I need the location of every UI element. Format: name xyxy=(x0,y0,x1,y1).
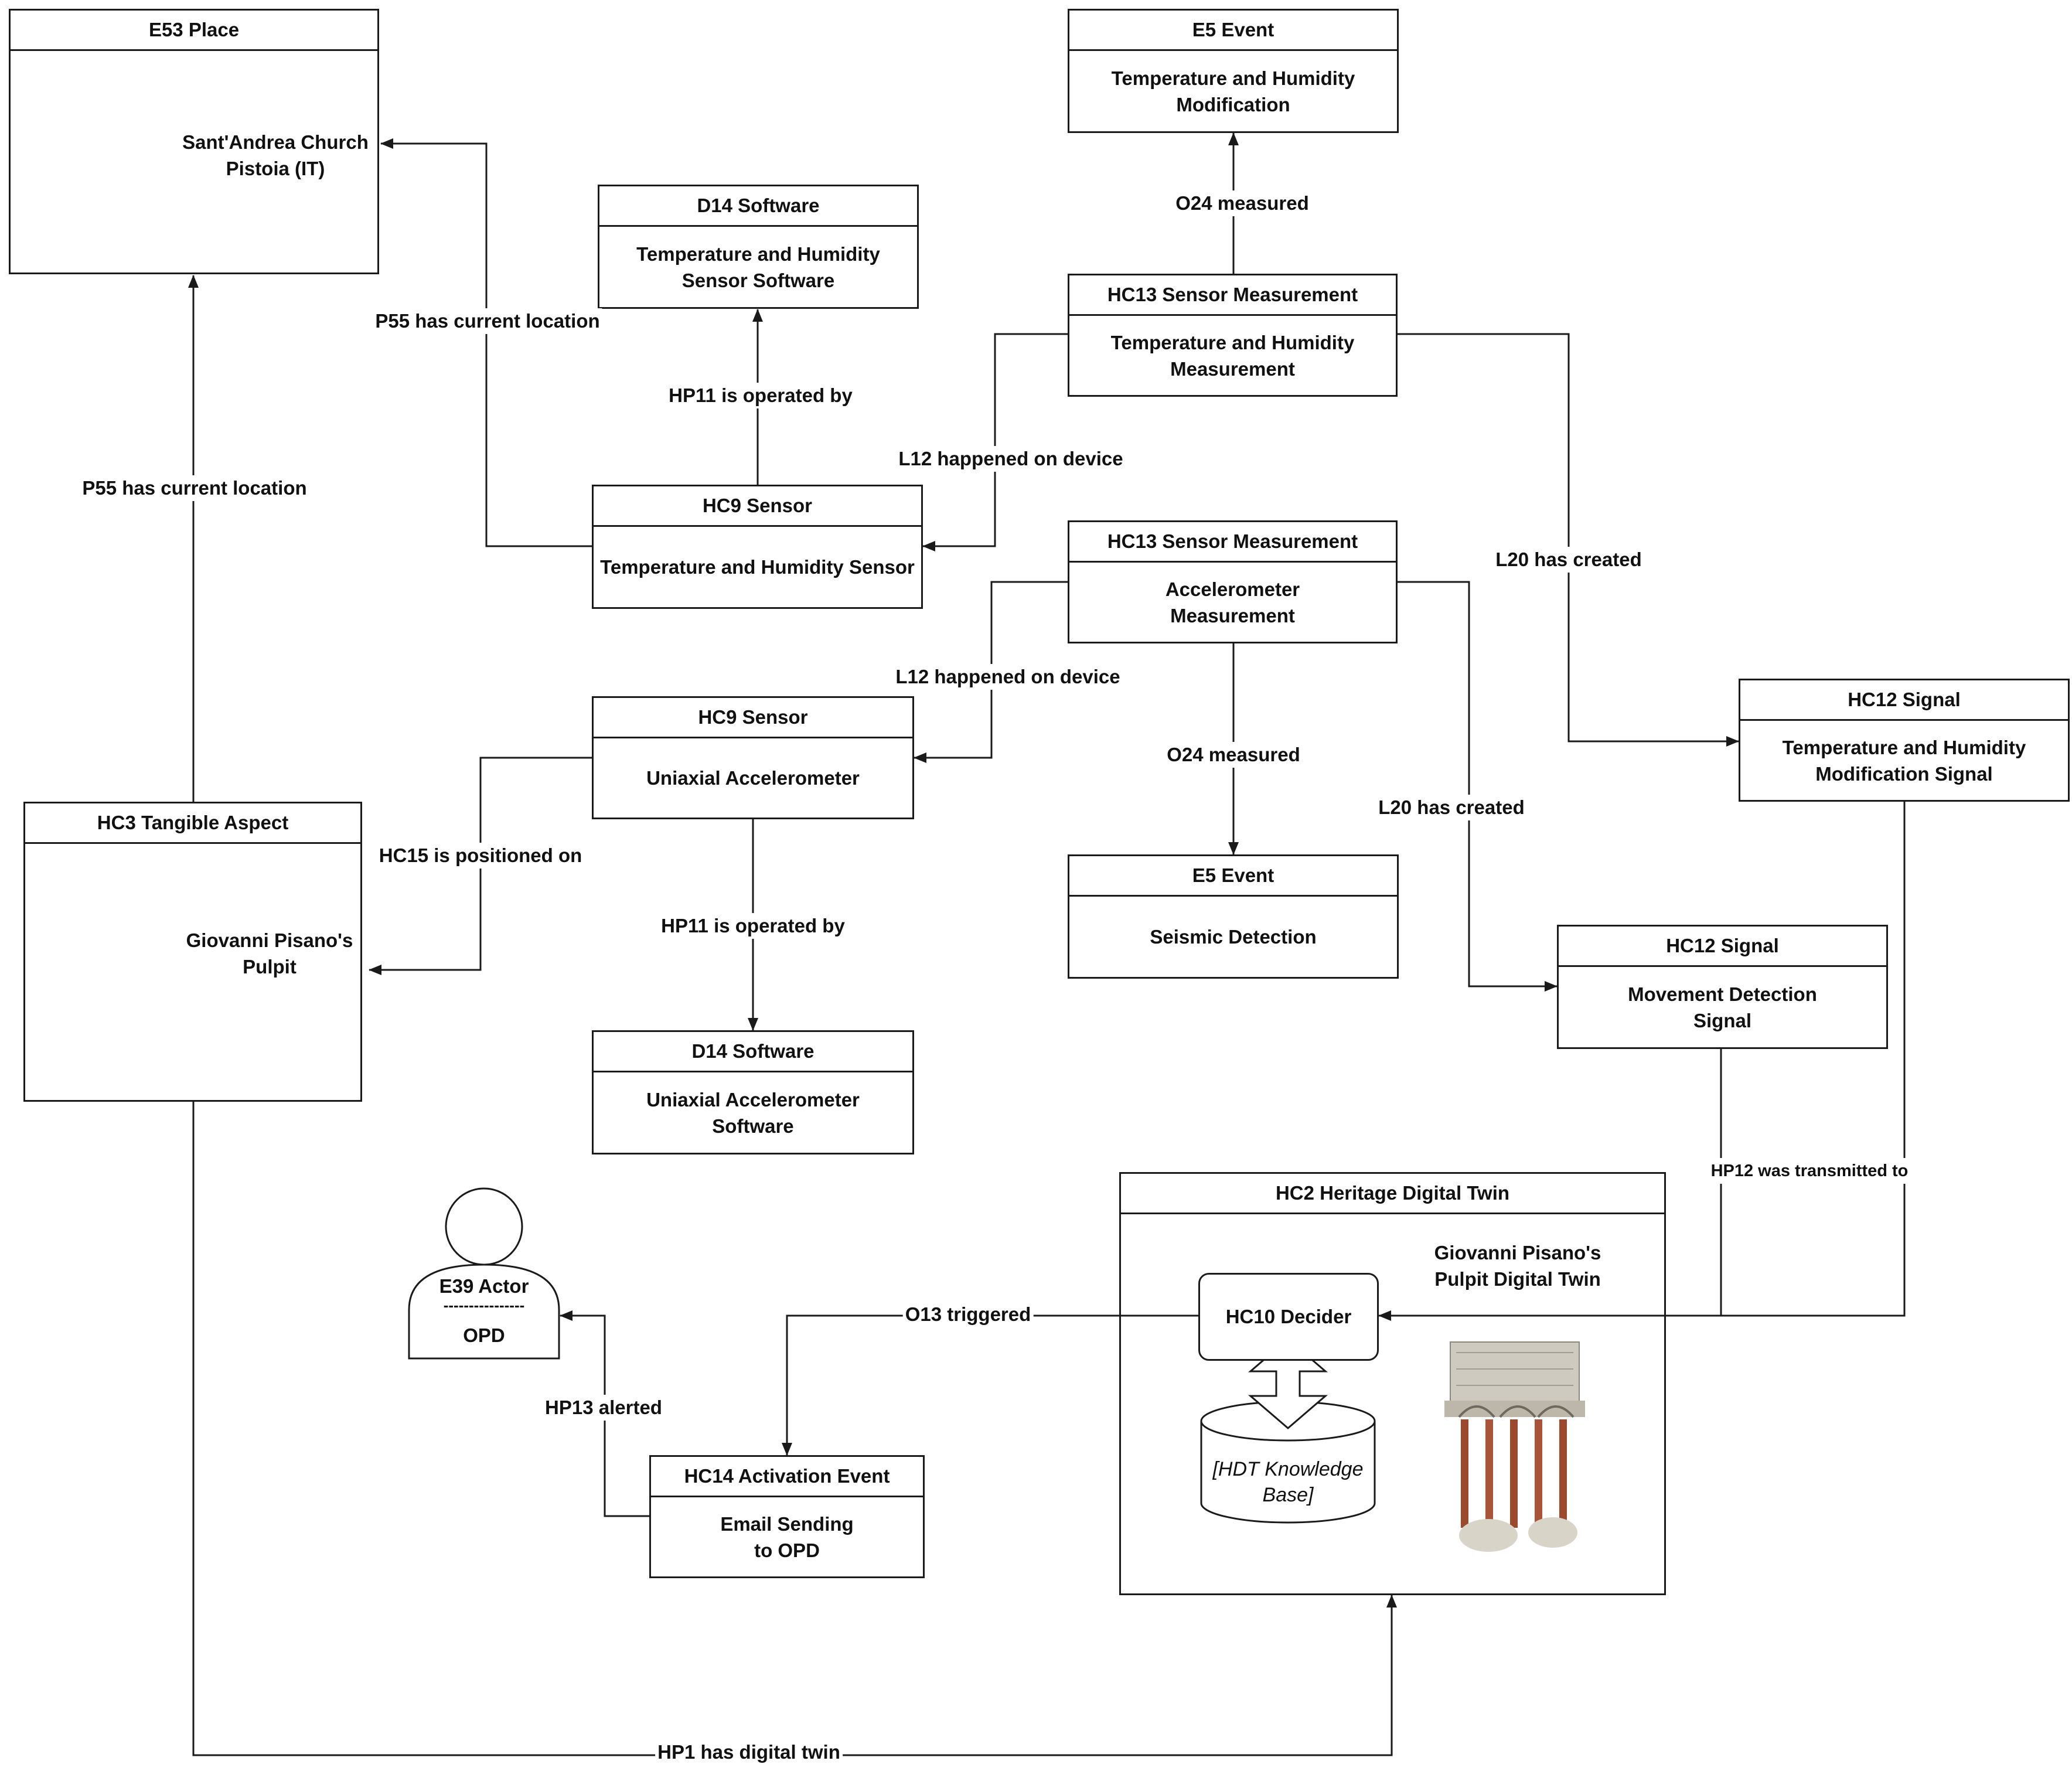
e5-seismic-header: E5 Event xyxy=(1069,856,1397,897)
hc14-activation-label: Email Sending to OPD xyxy=(720,1513,854,1561)
edge-label-hp11-temp: HP11 is operated by xyxy=(666,383,855,408)
edge-p55-sensor-to-place xyxy=(380,138,592,547)
d14-acc-header: D14 Software xyxy=(594,1032,912,1072)
edge-label-o24-temp: O24 measured xyxy=(1173,190,1311,216)
hc9-acc-label: Uniaxial Accelerometer xyxy=(646,767,860,789)
hc3-tangible-label: Giovanni Pisano's Pulpit xyxy=(186,929,353,978)
hc3-tangible-header: HC3 Tangible Aspect xyxy=(25,803,360,844)
hc13-temp-header: HC13 Sensor Measurement xyxy=(1069,275,1396,316)
hc12-temp-label: Temperature and Humidity Modification Si… xyxy=(1782,736,2026,785)
hc13-temp-box: HC13 Sensor Measurement Temperature and … xyxy=(1068,274,1398,397)
edge-label-o24-acc: O24 measured xyxy=(1164,742,1303,768)
hc9-acc-box: HC9 Sensor Uniaxial Accelerometer xyxy=(592,696,914,819)
hc9-acc-header: HC9 Sensor xyxy=(594,698,912,738)
e53-place-box: E53 Place xyxy=(9,9,379,274)
hc10-decider-box: HC10 Decider xyxy=(1198,1273,1379,1361)
hc3-tangible-box: HC3 Tangible Aspect xyxy=(23,802,362,1102)
hc13-acc-header: HC13 Sensor Measurement xyxy=(1069,522,1396,563)
database-icon xyxy=(1200,1401,1376,1524)
hc14-activation-box: HC14 Activation Event Email Sending to O… xyxy=(649,1455,925,1578)
edge-o13 xyxy=(782,1314,1198,1456)
edge-label-o13: O13 triggered xyxy=(902,1302,1034,1327)
e53-place-label: Sant'Andrea Church Pistoia (IT) xyxy=(182,131,369,179)
hc12-temp-box: HC12 Signal Temperature and Humidity Mod… xyxy=(1739,679,2070,802)
hc9-temp-header: HC9 Sensor xyxy=(594,486,921,527)
kb-label: [HDT Knowledge Base] xyxy=(1212,1458,1364,1506)
hc14-activation-header: HC14 Activation Event xyxy=(651,1457,923,1497)
e39-actor-separator: ---------------- xyxy=(443,1296,525,1314)
e5-seismic-box: E5 Event Seismic Detection xyxy=(1068,854,1399,979)
hc2-digital-twin-label: Giovanni Pisano's Pulpit Digital Twin xyxy=(1434,1242,1601,1290)
e5-temp-label: Temperature and Humidity Modification xyxy=(1111,67,1355,115)
edge-l20-acc xyxy=(1398,581,1558,992)
edge-label-hp11-acc: HP11 is operated by xyxy=(659,913,847,939)
edge-label-hc15: HC15 is positioned on xyxy=(376,843,585,869)
e5-temp-header: E5 Event xyxy=(1069,11,1397,51)
d14-temp-label: Temperature and Humidity Sensor Software xyxy=(636,243,880,291)
e39-actor-header: E39 Actor xyxy=(439,1275,529,1297)
d14-acc-label: Uniaxial Accelerometer Software xyxy=(646,1088,860,1137)
hc2-digital-twin-box: HC2 Heritage Digital Twin xyxy=(1119,1172,1666,1595)
edge-label-hp1: HP1 has digital twin xyxy=(655,1739,843,1765)
hc9-temp-box: HC9 Sensor Temperature and Humidity Sens… xyxy=(592,485,923,609)
edge-label-hp13: HP13 alerted xyxy=(543,1395,664,1421)
pulpit-icon xyxy=(1444,1341,1585,1552)
person-icon xyxy=(408,1187,560,1360)
edge-label-l20-temp: L20 has created xyxy=(1493,547,1644,573)
d14-temp-header: D14 Software xyxy=(599,186,917,227)
hc12-move-header: HC12 Signal xyxy=(1559,927,1886,967)
hc12-move-label: Movement Detection Signal xyxy=(1628,983,1817,1031)
hc13-temp-label: Temperature and Humidity Measurement xyxy=(1110,331,1355,380)
hc2-digital-twin-header: HC2 Heritage Digital Twin xyxy=(1121,1174,1664,1214)
d14-acc-box: D14 Software Uniaxial Accelerometer Soft… xyxy=(592,1030,914,1154)
double-arrow-icon xyxy=(1248,1338,1328,1429)
e5-temp-box: E5 Event Temperature and Humidity Modifi… xyxy=(1068,9,1399,133)
edge-label-p55-pulpit: P55 has current location xyxy=(80,475,309,501)
hc13-acc-box: HC13 Sensor Measurement Accelerometer Me… xyxy=(1068,520,1398,643)
e39-actor-label: OPD xyxy=(463,1324,505,1346)
hc12-move-box: HC12 Signal Movement Detection Signal xyxy=(1557,925,1888,1049)
d14-temp-box: D14 Software Temperature and Humidity Se… xyxy=(598,185,919,309)
edge-label-hp12: HP12 was transmitted to xyxy=(1708,1158,1911,1184)
edge-l20-temp xyxy=(1398,333,1739,747)
edge-label-l12-temp: L12 happened on device xyxy=(896,446,1126,472)
edge-hp12-temp xyxy=(1378,802,1906,1321)
hc12-temp-header: HC12 Signal xyxy=(1740,680,2068,721)
edge-label-l20-acc: L20 has created xyxy=(1376,795,1527,820)
e53-place-header: E53 Place xyxy=(11,11,377,51)
edge-label-l12-acc: L12 happened on device xyxy=(893,664,1123,690)
hc9-temp-label: Temperature and Humidity Sensor xyxy=(600,556,915,578)
e5-seismic-label: Seismic Detection xyxy=(1150,926,1317,948)
edge-l12-temp xyxy=(922,333,1068,551)
hc13-acc-label: Accelerometer Measurement xyxy=(1165,578,1300,626)
edge-label-p55-sensor: P55 has current location xyxy=(373,308,602,334)
